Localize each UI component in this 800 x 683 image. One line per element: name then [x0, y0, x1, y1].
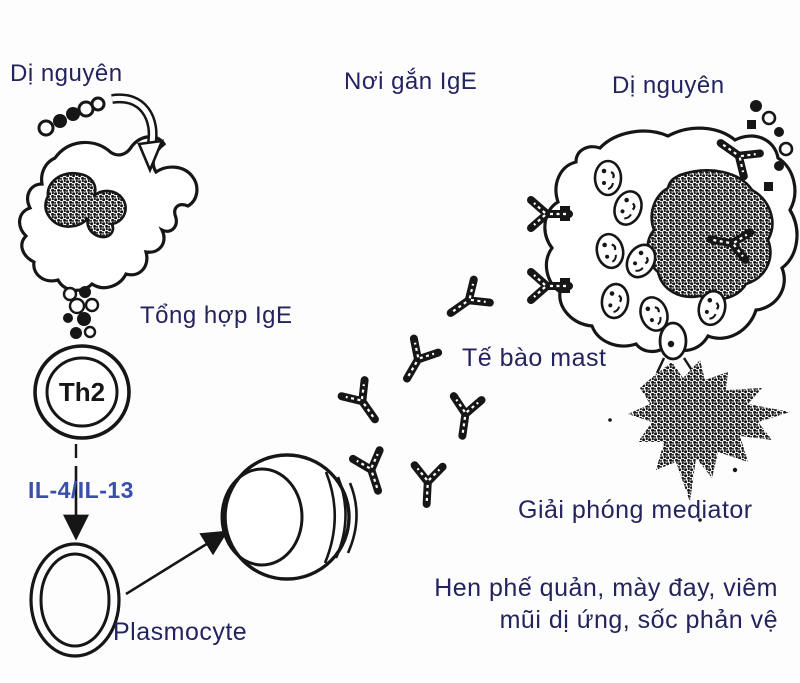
mast-cell-label: Tế bào mast [462, 344, 607, 372]
ige-antibody-icon [413, 465, 443, 504]
ige-antibody-icon [449, 396, 482, 438]
outcomes-line1: Hen phế quản, mày đay, viêm [434, 574, 778, 602]
ige-antibody-icon [353, 450, 391, 495]
plasmocyte-label: Plasmocyte [113, 618, 248, 646]
ige-antibody-icon [342, 380, 387, 427]
membrane-bound-ige [531, 200, 570, 300]
free-ige-antibodies [342, 280, 490, 505]
ige-binding-site-label: Nơi gắn IgE [344, 68, 478, 95]
antigen-chain-left-icon [37, 96, 106, 137]
receptor-cluster [62, 286, 100, 339]
mediator-splatter-icon [628, 360, 790, 502]
mast-cell [531, 100, 799, 374]
apc-cell [18, 135, 199, 292]
uptake-arrow-icon [111, 93, 165, 174]
antigen-ige-complex [708, 100, 794, 260]
mast-nucleus [646, 169, 774, 301]
apc-nucleus [44, 171, 127, 239]
allergen-left-label: Dị nguyên [10, 60, 123, 87]
clinical-outcomes-label: Hen phế quản, mày đay, viêm mũi dị ứng, … [434, 572, 778, 636]
ige-antibody-icon [443, 280, 490, 325]
differentiation-arrow [125, 530, 229, 596]
outcomes-line2: mũi dị ứng, sốc phản vệ [499, 606, 778, 634]
th2-cell: Th2 [33, 344, 131, 440]
plasma-cell [220, 453, 358, 581]
splatter-specks [608, 418, 738, 522]
plasmocyte-cell [29, 542, 121, 658]
ige-synthesis-label: Tổng hợp IgE [140, 302, 293, 329]
allergen-right-label: Dị nguyên [612, 72, 725, 99]
il4-il13-label: IL-4/IL-13 [28, 477, 134, 503]
mediator-release-label: Giải phóng mediator [518, 496, 753, 524]
ige-antibody-icon [395, 339, 438, 386]
th2-label: Th2 [59, 377, 105, 407]
